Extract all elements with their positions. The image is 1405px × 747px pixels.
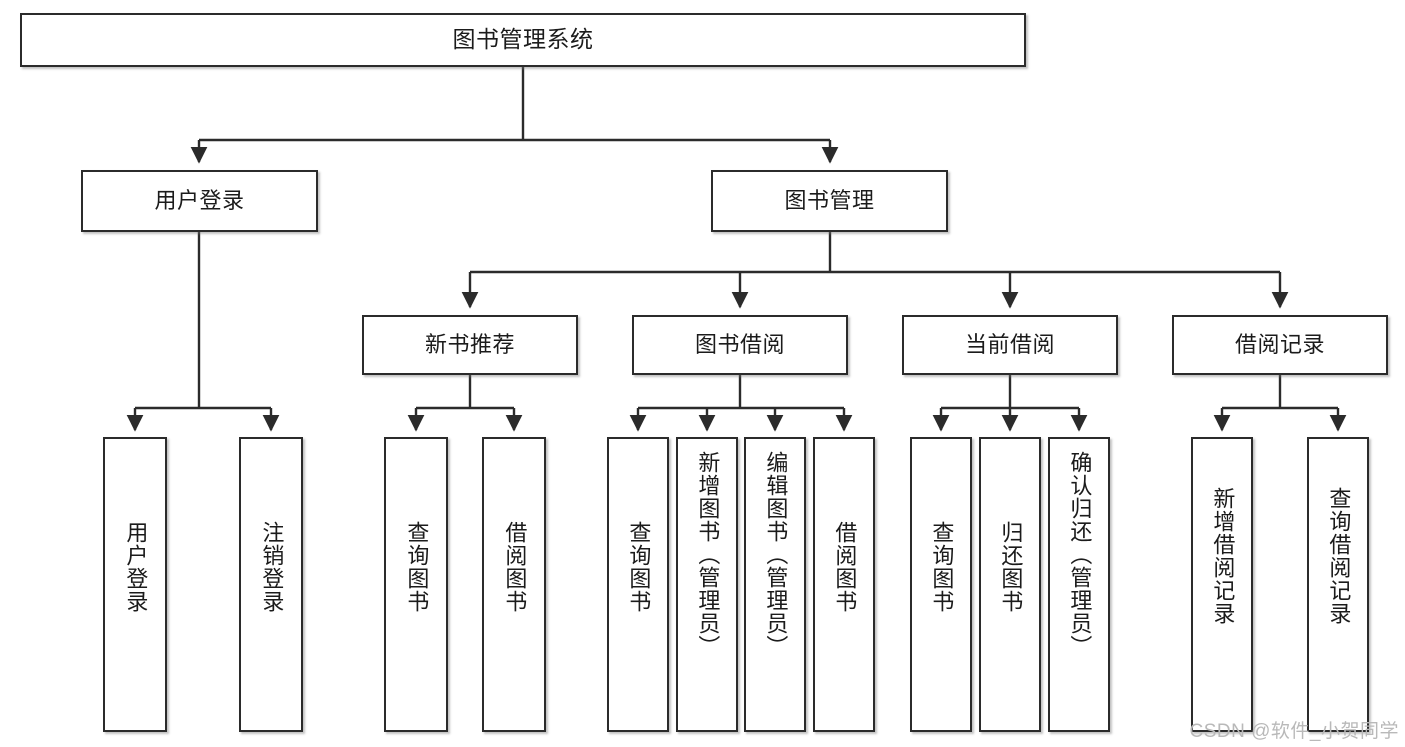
node-leaf-confirm-return-admin[interactable]: 确认归还（管理员）: [1048, 437, 1110, 732]
node-label: 新书推荐: [424, 332, 515, 358]
node-label: 查询图书: [626, 521, 652, 613]
node-leaf-user-login[interactable]: 用户登录: [103, 437, 167, 732]
node-leaf-add-book-admin[interactable]: 新增图书（管理员）: [676, 437, 738, 732]
node-leaf-query-book-current[interactable]: 查询图书: [910, 437, 972, 732]
node-label: 图书借阅: [694, 332, 785, 358]
node-book-management[interactable]: 图书管理: [711, 170, 948, 232]
node-label: 注销登录: [259, 521, 285, 613]
node-label: 编辑图书（管理员）: [763, 451, 789, 658]
node-leaf-query-book-recommend[interactable]: 查询图书: [384, 437, 448, 732]
node-label: 借阅图书: [832, 521, 858, 613]
node-label: 新增图书（管理员）: [695, 451, 721, 658]
node-borrow-record[interactable]: 借阅记录: [1172, 315, 1388, 375]
node-root-book-management-system[interactable]: 图书管理系统: [20, 13, 1026, 67]
node-leaf-borrow-book[interactable]: 借阅图书: [813, 437, 875, 732]
node-user-login[interactable]: 用户登录: [81, 170, 318, 232]
node-label: 借阅记录: [1234, 332, 1325, 358]
node-label: 图书管理: [784, 188, 875, 214]
node-leaf-add-borrow-record[interactable]: 新增借阅记录: [1191, 437, 1253, 732]
node-new-book-recommend[interactable]: 新书推荐: [362, 315, 578, 375]
node-current-borrow[interactable]: 当前借阅: [902, 315, 1118, 375]
node-label: 当前借阅: [964, 332, 1055, 358]
node-label: 用户登录: [154, 188, 245, 214]
node-label: 查询图书: [929, 521, 955, 613]
node-book-borrow[interactable]: 图书借阅: [632, 315, 848, 375]
node-leaf-edit-book-admin[interactable]: 编辑图书（管理员）: [744, 437, 806, 732]
node-leaf-borrow-book-recommend[interactable]: 借阅图书: [482, 437, 546, 732]
node-label: 确认归还（管理员）: [1067, 451, 1093, 658]
node-label: 查询图书: [404, 521, 430, 613]
node-label: 借阅图书: [502, 521, 528, 613]
node-leaf-logout[interactable]: 注销登录: [239, 437, 303, 732]
csdn-watermark: CSDN @软件_小贺同学: [1189, 721, 1399, 742]
node-label: 用户登录: [123, 521, 149, 613]
node-leaf-query-borrow-record[interactable]: 查询借阅记录: [1307, 437, 1369, 732]
node-label: 图书管理系统: [452, 26, 594, 53]
node-leaf-return-book[interactable]: 归还图书: [979, 437, 1041, 732]
node-label: 归还图书: [998, 521, 1024, 613]
node-label: 新增借阅记录: [1210, 487, 1236, 625]
node-label: 查询借阅记录: [1326, 487, 1352, 625]
node-leaf-query-book-borrow[interactable]: 查询图书: [607, 437, 669, 732]
